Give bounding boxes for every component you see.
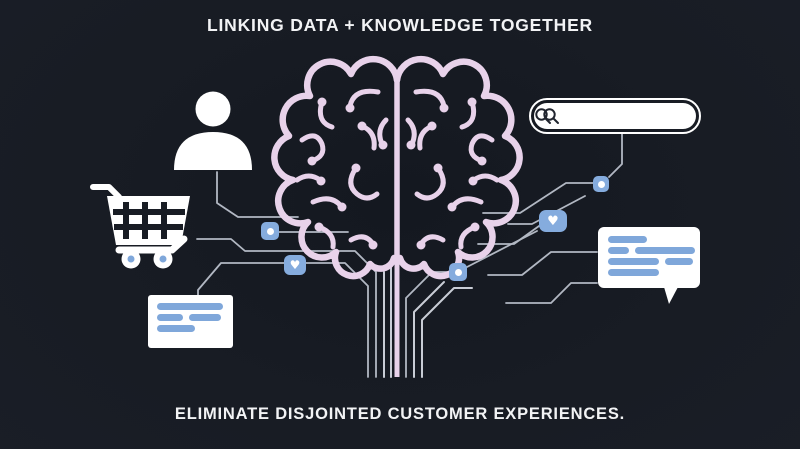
text-bar [157,325,195,332]
trace-bubble-bottom [505,282,598,304]
message-card-bars [157,303,233,332]
heart-icon-left: ♥ [284,255,306,275]
chat-bubble-bars [608,236,700,276]
trace-right-b [507,195,586,225]
text-bar [608,269,659,276]
trace-message-card [197,262,285,296]
text-bar [157,314,183,321]
search-input [534,103,696,129]
search-bar [529,98,701,134]
trace-search [608,132,623,178]
trace-icon-center [405,271,450,378]
brain-synapse-dots [307,97,487,250]
search-icon-left [543,108,559,124]
chat-bubble [598,227,700,304]
cart-grid [113,202,185,239]
brain-left-hemisphere [271,55,401,280]
circuit-traces [196,132,623,378]
dot-glyph [266,227,274,235]
person-icon [174,91,252,170]
message-card [148,295,233,348]
dot-glyph [597,180,605,188]
text-bar [189,314,221,321]
text-bar [665,258,693,265]
footer-tagline: ELIMINATE DISJOINTED CUSTOMER EXPERIENCE… [174,405,626,423]
trace-heart-left [305,262,369,378]
trace-bubble-top [487,251,598,276]
chat-bubble-tail [664,287,678,304]
trunk-line [421,287,473,378]
trunk-line [413,281,445,378]
chat-dot-icon-center [449,263,467,281]
chat-dot-icon-right [593,176,609,192]
search-icon-right [535,108,551,124]
heart-glyph: ♥ [547,213,559,229]
trace-right-a [482,182,594,214]
dot-glyph [454,268,462,276]
text-bar [608,258,659,265]
text-bar [608,236,647,243]
heart-icon-right: ♥ [539,210,567,232]
shopping-cart-icon [90,184,190,269]
text-bar [635,247,695,254]
trace-cart [196,238,377,378]
trace-person [216,171,299,218]
page-title: LINKING DATA + KNOWLEDGE TOGETHER [207,15,593,35]
brain-icon [271,55,523,280]
text-bar [157,303,223,310]
trace-center-to-heart [466,230,538,268]
heart-glyph: ♥ [289,258,301,272]
chat-dot-icon-left [261,222,279,240]
text-bar [608,247,629,254]
